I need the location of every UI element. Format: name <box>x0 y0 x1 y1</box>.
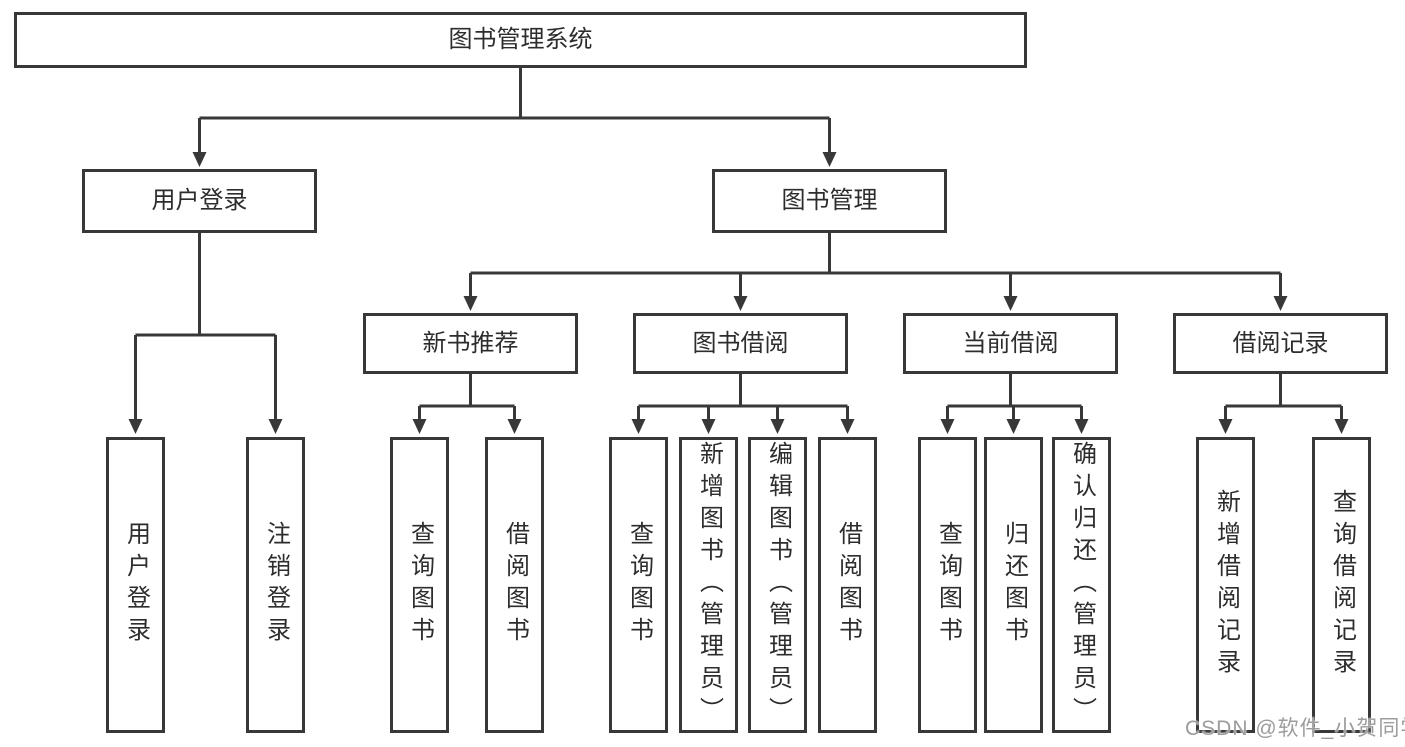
arrowhead <box>412 419 427 434</box>
node-book-borrow: 图书借阅 <box>633 313 848 374</box>
leaf-label: 借阅图书 <box>834 521 862 649</box>
leaf-current-query-books: 查询图书 <box>918 437 977 733</box>
connector-bookborrow-to-leaves <box>637 374 849 420</box>
arrowhead <box>733 296 748 311</box>
arrowhead <box>1273 296 1288 311</box>
arrowhead <box>770 419 785 434</box>
arrowhead <box>701 419 716 434</box>
arrowhead <box>507 419 522 434</box>
leaf-label: 确认归还（管理员） <box>1068 441 1096 729</box>
leaf-borrow-query-books: 查询图书 <box>609 437 668 733</box>
node-root-label: 图书管理系统 <box>448 26 593 53</box>
arrowhead <box>631 419 646 434</box>
node-book-borrow-label: 图书借阅 <box>692 329 789 357</box>
leaf-label: 借阅图书 <box>501 521 529 649</box>
leaf-label: 查询借阅记录 <box>1328 489 1356 681</box>
leaf-confirm-return-admin: 确认归还（管理员） <box>1052 437 1111 733</box>
node-borrow-record-label: 借阅记录 <box>1232 329 1329 357</box>
connector-borrowrecord-to-leaves <box>1224 374 1343 420</box>
node-current-borrow: 当前借阅 <box>903 313 1118 374</box>
leaf-return-books: 归还图书 <box>984 437 1043 733</box>
leaf-borrow-books: 借阅图书 <box>818 437 877 733</box>
leaf-logout-label: 注销登录 <box>262 521 290 649</box>
leaf-label: 新增图书（管理员） <box>695 441 723 729</box>
leaf-label: 查询图书 <box>934 521 962 649</box>
connector-root-to-level2 <box>198 68 831 154</box>
node-current-borrow-label: 当前借阅 <box>962 329 1059 357</box>
connector-currentborrow-to-leaves <box>946 374 1083 420</box>
node-user-login-label: 用户登录 <box>151 187 248 214</box>
connector-userlogin-to-leaves <box>134 233 277 420</box>
arrowhead <box>1006 419 1021 434</box>
node-book-management: 图书管理 <box>712 169 947 233</box>
arrowhead <box>192 152 207 167</box>
node-new-book-recommend-label: 新书推荐 <box>422 329 519 357</box>
arrowhead <box>840 419 855 434</box>
leaf-newbook-query-books: 查询图书 <box>390 437 449 733</box>
leaf-label: 查询图书 <box>406 521 434 649</box>
node-borrow-record: 借阅记录 <box>1173 313 1388 374</box>
arrowhead <box>128 419 143 434</box>
arrowhead <box>268 419 283 434</box>
leaf-newbook-borrow-books: 借阅图书 <box>485 437 544 733</box>
leaf-label: 编辑图书（管理员） <box>764 441 792 729</box>
leaf-add-books-admin: 新增图书（管理员） <box>679 437 738 733</box>
csdn-watermark: CSDN @软件_小贺同学 <box>1185 717 1405 740</box>
connector-newbook-to-leaves <box>418 374 516 420</box>
arrowhead <box>1074 419 1089 434</box>
leaf-label: 归还图书 <box>1000 521 1028 649</box>
leaf-user-login-label: 用户登录 <box>122 521 150 649</box>
node-user-login: 用户登录 <box>82 169 317 233</box>
arrowhead <box>1218 419 1233 434</box>
node-book-management-label: 图书管理 <box>781 187 878 214</box>
arrowhead <box>1003 296 1018 311</box>
leaf-label: 查询图书 <box>625 521 653 649</box>
leaf-logout: 注销登录 <box>246 437 305 733</box>
leaf-user-login: 用户登录 <box>106 437 165 733</box>
arrowhead <box>822 152 837 167</box>
leaf-add-borrow-record: 新增借阅记录 <box>1196 437 1255 733</box>
connector-bookmgmt-to-level3 <box>469 233 1282 298</box>
node-new-book-recommend: 新书推荐 <box>363 313 578 374</box>
leaf-query-borrow-record: 查询借阅记录 <box>1312 437 1371 733</box>
leaf-edit-books-admin: 编辑图书（管理员） <box>748 437 807 733</box>
leaf-label: 新增借阅记录 <box>1212 489 1240 681</box>
arrowhead <box>463 296 478 311</box>
arrowhead <box>940 419 955 434</box>
node-root: 图书管理系统 <box>14 12 1027 68</box>
arrowhead <box>1334 419 1349 434</box>
